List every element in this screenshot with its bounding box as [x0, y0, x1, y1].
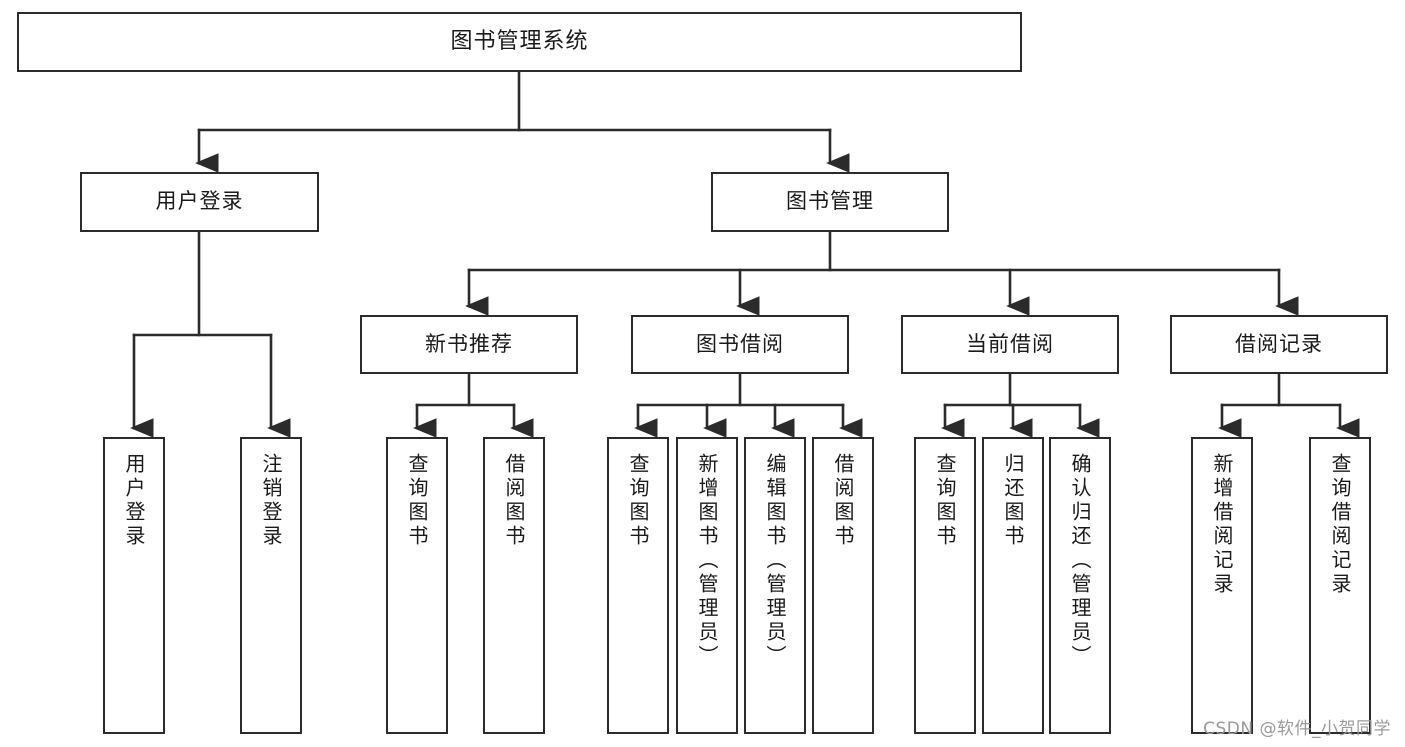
node-new-book-recommend[interactable]: 新书推荐 [360, 315, 578, 374]
watermark-text: CSDN @软件_小贺同学 [1203, 719, 1391, 739]
node-label: 借阅图书 [502, 453, 526, 549]
node-label: 查询图书 [626, 453, 650, 549]
node-label: 图书借阅 [696, 331, 784, 356]
node-label: 新书推荐 [425, 331, 513, 356]
node-label: 注销登录 [259, 453, 283, 549]
node-label: 确认归还（管理员） [1068, 453, 1092, 669]
node-leaf-query-book-1[interactable]: 查询图书 [386, 437, 448, 734]
node-leaf-confirm-return[interactable]: 确认归还（管理员） [1049, 437, 1111, 734]
node-leaf-query-book-2[interactable]: 查询图书 [607, 437, 669, 734]
node-label: 用户登录 [155, 189, 244, 214]
node-label: 用户登录 [122, 453, 146, 549]
node-label: 借阅图书 [831, 453, 855, 549]
node-leaf-return-book[interactable]: 归还图书 [982, 437, 1044, 734]
node-leaf-add-book[interactable]: 新增图书（管理员） [676, 437, 738, 734]
node-leaf-borrow-book-1[interactable]: 借阅图书 [483, 437, 545, 734]
node-leaf-query-record[interactable]: 查询借阅记录 [1309, 437, 1371, 734]
node-leaf-edit-book[interactable]: 编辑图书（管理员） [744, 437, 806, 734]
node-root-book-management-system[interactable]: 图书管理系统 [17, 12, 1022, 72]
node-leaf-user-login[interactable]: 用户登录 [103, 437, 165, 734]
node-label: 新增借阅记录 [1210, 453, 1234, 597]
node-label: 归还图书 [1001, 453, 1025, 549]
node-label: 图书管理 [786, 189, 874, 214]
node-leaf-query-book-3[interactable]: 查询图书 [914, 437, 976, 734]
node-leaf-user-logout[interactable]: 注销登录 [240, 437, 302, 734]
node-leaf-borrow-book-2[interactable]: 借阅图书 [812, 437, 874, 734]
node-book-management[interactable]: 图书管理 [711, 172, 949, 232]
node-label: 图书管理系统 [450, 28, 589, 54]
node-borrow-record[interactable]: 借阅记录 [1170, 315, 1388, 374]
node-label: 查询图书 [933, 453, 957, 549]
node-label: 当前借阅 [966, 331, 1054, 356]
node-label: 查询借阅记录 [1328, 453, 1352, 597]
node-label: 查询图书 [405, 453, 429, 549]
node-label: 借阅记录 [1235, 331, 1323, 356]
node-leaf-add-record[interactable]: 新增借阅记录 [1191, 437, 1253, 734]
node-book-borrow[interactable]: 图书借阅 [631, 315, 849, 374]
node-current-borrow[interactable]: 当前借阅 [901, 315, 1119, 374]
node-user-login[interactable]: 用户登录 [80, 172, 319, 232]
node-label: 新增图书（管理员） [695, 453, 719, 669]
node-label: 编辑图书（管理员） [763, 453, 787, 669]
